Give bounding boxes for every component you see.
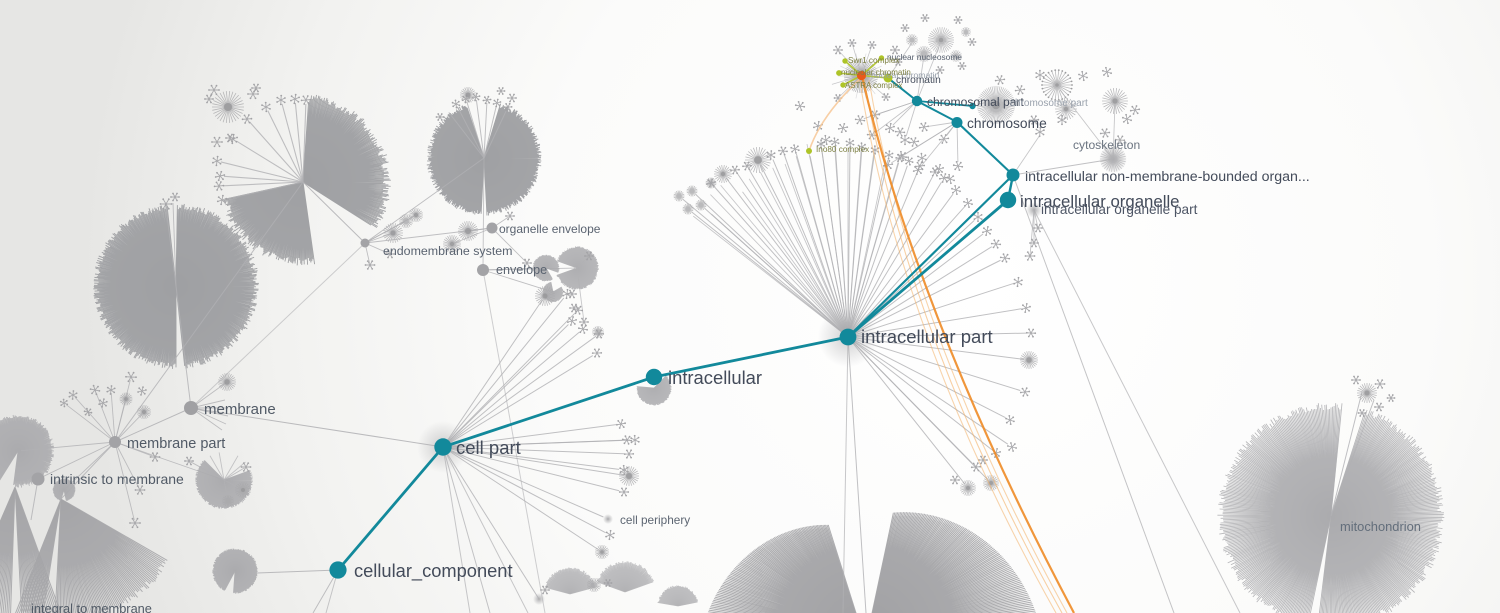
svg-text:chromosome: chromosome xyxy=(967,116,1047,131)
svg-text:cell part: cell part xyxy=(456,437,521,458)
svg-text:chromosomal part: chromosomal part xyxy=(927,95,1024,109)
svg-text:membrane: membrane xyxy=(204,401,276,418)
svg-text:intrinsic to membrane: intrinsic to membrane xyxy=(50,471,184,487)
svg-text:nucleolar chromatin: nucleolar chromatin xyxy=(841,68,911,77)
svg-text:organelle envelope: organelle envelope xyxy=(499,222,601,236)
svg-text:cytoskeleton: cytoskeleton xyxy=(1073,138,1140,152)
svg-text:integral to membrane: integral to membrane xyxy=(31,601,152,613)
svg-text:nuclear chromatin: nuclear chromatin xyxy=(871,70,940,80)
svg-text:intracellular organelle part: intracellular organelle part xyxy=(1041,202,1198,217)
svg-text:intracellular: intracellular xyxy=(668,367,762,388)
svg-text:intracellular non-membrane-bou: intracellular non-membrane-bounded organ… xyxy=(1025,169,1310,185)
svg-text:intracellular part: intracellular part xyxy=(861,326,993,347)
svg-text:membrane part: membrane part xyxy=(127,436,225,452)
svg-text:cell periphery: cell periphery xyxy=(620,513,690,527)
svg-text:ASTRA complex: ASTRA complex xyxy=(845,81,903,90)
svg-text:chromosome part: chromosome part xyxy=(1010,98,1088,109)
svg-text:mitochondrion: mitochondrion xyxy=(1340,519,1421,534)
svg-text:endomembrane system: endomembrane system xyxy=(383,244,512,258)
svg-text:nuclear nucleosome: nuclear nucleosome xyxy=(887,52,962,62)
svg-text:intracellular organelle: intracellular organelle xyxy=(1020,192,1180,211)
svg-text:chromatin: chromatin xyxy=(896,75,941,86)
svg-text:cellular_component: cellular_component xyxy=(354,560,513,582)
svg-text:Ino80 complex: Ino80 complex xyxy=(816,145,869,154)
svg-text:envelope: envelope xyxy=(496,263,547,277)
svg-text:Swr1 complex: Swr1 complex xyxy=(848,56,899,65)
